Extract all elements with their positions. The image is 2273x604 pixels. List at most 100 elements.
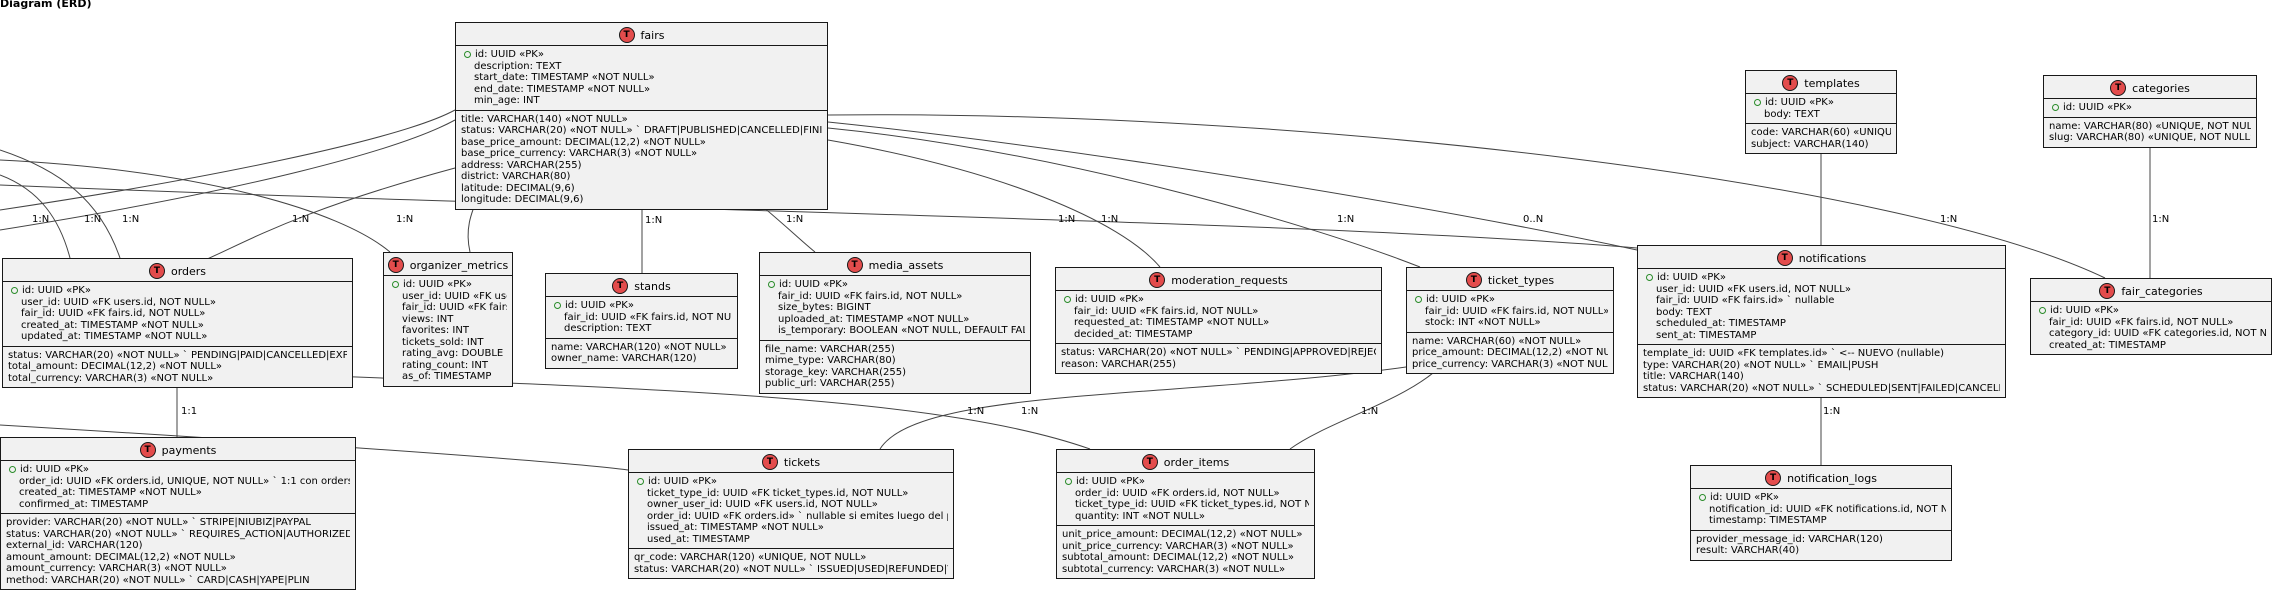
attribute-row: qr_code: VARCHAR(120) «UNIQUE, NOT NULL» — [634, 552, 867, 563]
primary-key-icon — [1065, 477, 1072, 485]
attribute-row: fair_id: UUID «FK fairs.id, NOT NULL» — [1412, 306, 1608, 318]
label-notifications-notification-logs: 1:N — [1823, 406, 1841, 417]
table-icon: T — [846, 257, 863, 273]
attributes: status: VARCHAR(20) «NOT NULL» ` PENDING… — [3, 347, 352, 388]
attribute-row: category_id: UUID «FK categories.id, NOT… — [2036, 328, 2266, 340]
attribute-row: description: TEXT — [551, 323, 732, 335]
relationship-line-ticket-types-tickets — [879, 361, 1441, 450]
primary-key-row: id: UUID «PK» — [634, 476, 948, 488]
attribute-text: size_bytes: BIGINT — [778, 302, 871, 313]
attribute-text: issued_at: TIMESTAMP «NOT NULL» — [647, 522, 824, 533]
table-icon: T — [387, 257, 404, 273]
attribute-row: confirmed_at: TIMESTAMP — [6, 499, 350, 511]
key-attributes: id: UUID «PK»notification_id: UUID «FK n… — [1691, 489, 1951, 531]
attribute-row: owner_name: VARCHAR(120) — [551, 353, 697, 364]
key-attributes: id: UUID «PK»fair_id: UUID «FK fairs.id,… — [760, 276, 1030, 341]
attribute-text: created_at: TIMESTAMP «NOT NULL» — [19, 487, 202, 498]
attribute-row: fair_id: UUID «FK fairs.id» — [389, 302, 507, 314]
key-attributes: id: UUID «PK»user_id: UUID «FK users.id,… — [3, 282, 352, 347]
attribute-row: sent_at: TIMESTAMP — [1643, 330, 2000, 342]
attributes: template_id: UUID «FK templates.id» ` <-… — [1638, 345, 2005, 397]
attribute-text: id: UUID «PK» — [2050, 305, 2119, 316]
entity-name: media_assets — [868, 259, 944, 272]
primary-key-row: id: UUID «PK» — [1062, 476, 1309, 488]
relationship-line-users-tickets — [0, 424, 629, 471]
entity-name: notifications — [1798, 252, 1867, 265]
attribute-text: id: UUID «PK» — [648, 476, 717, 487]
attributes: name: VARCHAR(80) «UNIQUE, NOT NULL»slug… — [2044, 118, 2256, 147]
table-icon: T — [1782, 75, 1799, 91]
attribute-row: title: VARCHAR(140) «NOT NULL» — [461, 113, 628, 125]
attribute-row: issued_at: TIMESTAMP «NOT NULL» — [634, 522, 948, 534]
attribute-text: favorites: INT — [402, 325, 469, 336]
attribute-row: fair_id: UUID «FK fairs.id, NOT NULL» — [551, 312, 732, 324]
attribute-row: public_url: VARCHAR(255) — [765, 378, 895, 389]
attribute-row: created_at: TIMESTAMP «NOT NULL» — [8, 320, 347, 332]
attribute-text: description: TEXT — [474, 60, 562, 72]
attributes: name: VARCHAR(60) «NOT NULL»price_amount… — [1407, 333, 1613, 374]
table-icon: T — [612, 278, 629, 294]
attribute-text: id: UUID «PK» — [1657, 272, 1726, 283]
relationship-line-fairs-fair-categories — [827, 114, 2106, 279]
attribute-row: subtotal_currency: VARCHAR(3) «NOT NULL» — [1062, 563, 1286, 575]
attribute-text: id: UUID «PK» — [20, 464, 89, 475]
primary-key-icon — [1699, 493, 1706, 501]
entity-name: moderation_requests — [1171, 274, 1288, 287]
attributes: qr_code: VARCHAR(120) «UNIQUE, NOT NULL»… — [629, 549, 953, 578]
attribute-text: id: UUID «PK» — [1076, 476, 1145, 487]
relationship-line-users-fairs-2 — [0, 119, 456, 231]
attribute-text: scheduled_at: TIMESTAMP — [1656, 318, 1786, 329]
attribute-text: id: UUID «PK» — [779, 279, 848, 290]
table-icon: T — [761, 454, 778, 470]
label-fairs-notifications: 0..N — [1523, 214, 1544, 225]
attribute-text: fair_id: UUID «FK fairs.id, NOT NULL» — [1425, 305, 1608, 317]
attribute-row: fair_id: UUID «FK fairs.id, NOT NULL» — [2036, 317, 2266, 329]
attribute-text: fair_id: UUID «FK fairs.id, NOT NULL» — [1074, 305, 1259, 317]
attribute-row: amount_amount: DECIMAL(12,2) «NOT NULL» — [6, 551, 236, 563]
attributes: status: VARCHAR(20) «NOT NULL» ` PENDING… — [1056, 344, 1381, 373]
label-users-tickets: 1:N — [1058, 214, 1076, 225]
entity-name: order_items — [1163, 456, 1230, 469]
key-attributes: id: UUID «PK»fair_id: UUID «FK fairs.id,… — [1407, 291, 1613, 333]
attribute-row: file_name: VARCHAR(255) — [765, 343, 895, 355]
attribute-row: favorites: INT — [389, 325, 507, 337]
attributes: provider_message_id: VARCHAR(120)result:… — [1691, 531, 1951, 560]
attribute-row: status: VARCHAR(20) «NOT NULL» ` PENDING… — [8, 349, 347, 361]
attribute-text: quantity: INT «NOT NULL» — [1075, 510, 1206, 522]
attributes: code: VARCHAR(60) «UNIQUE»subject: VARCH… — [1746, 124, 1896, 153]
relationship-line-users-notifications — [0, 184, 1638, 249]
attribute-row: ticket_type_id: UUID «FK ticket_types.id… — [634, 488, 948, 500]
attribute-text: fair_id: UUID «FK fairs.id, NOT NULL» — [778, 290, 963, 302]
entity-name: notification_logs — [1787, 472, 1877, 485]
primary-key-icon — [1415, 295, 1422, 303]
attribute-text: id: UUID «PK» — [1710, 492, 1779, 503]
label-fairs-media-assets: 1:N — [786, 214, 804, 225]
attribute-row: min_age: INT — [461, 95, 822, 107]
attribute-text: id: UUID «PK» — [22, 285, 91, 296]
